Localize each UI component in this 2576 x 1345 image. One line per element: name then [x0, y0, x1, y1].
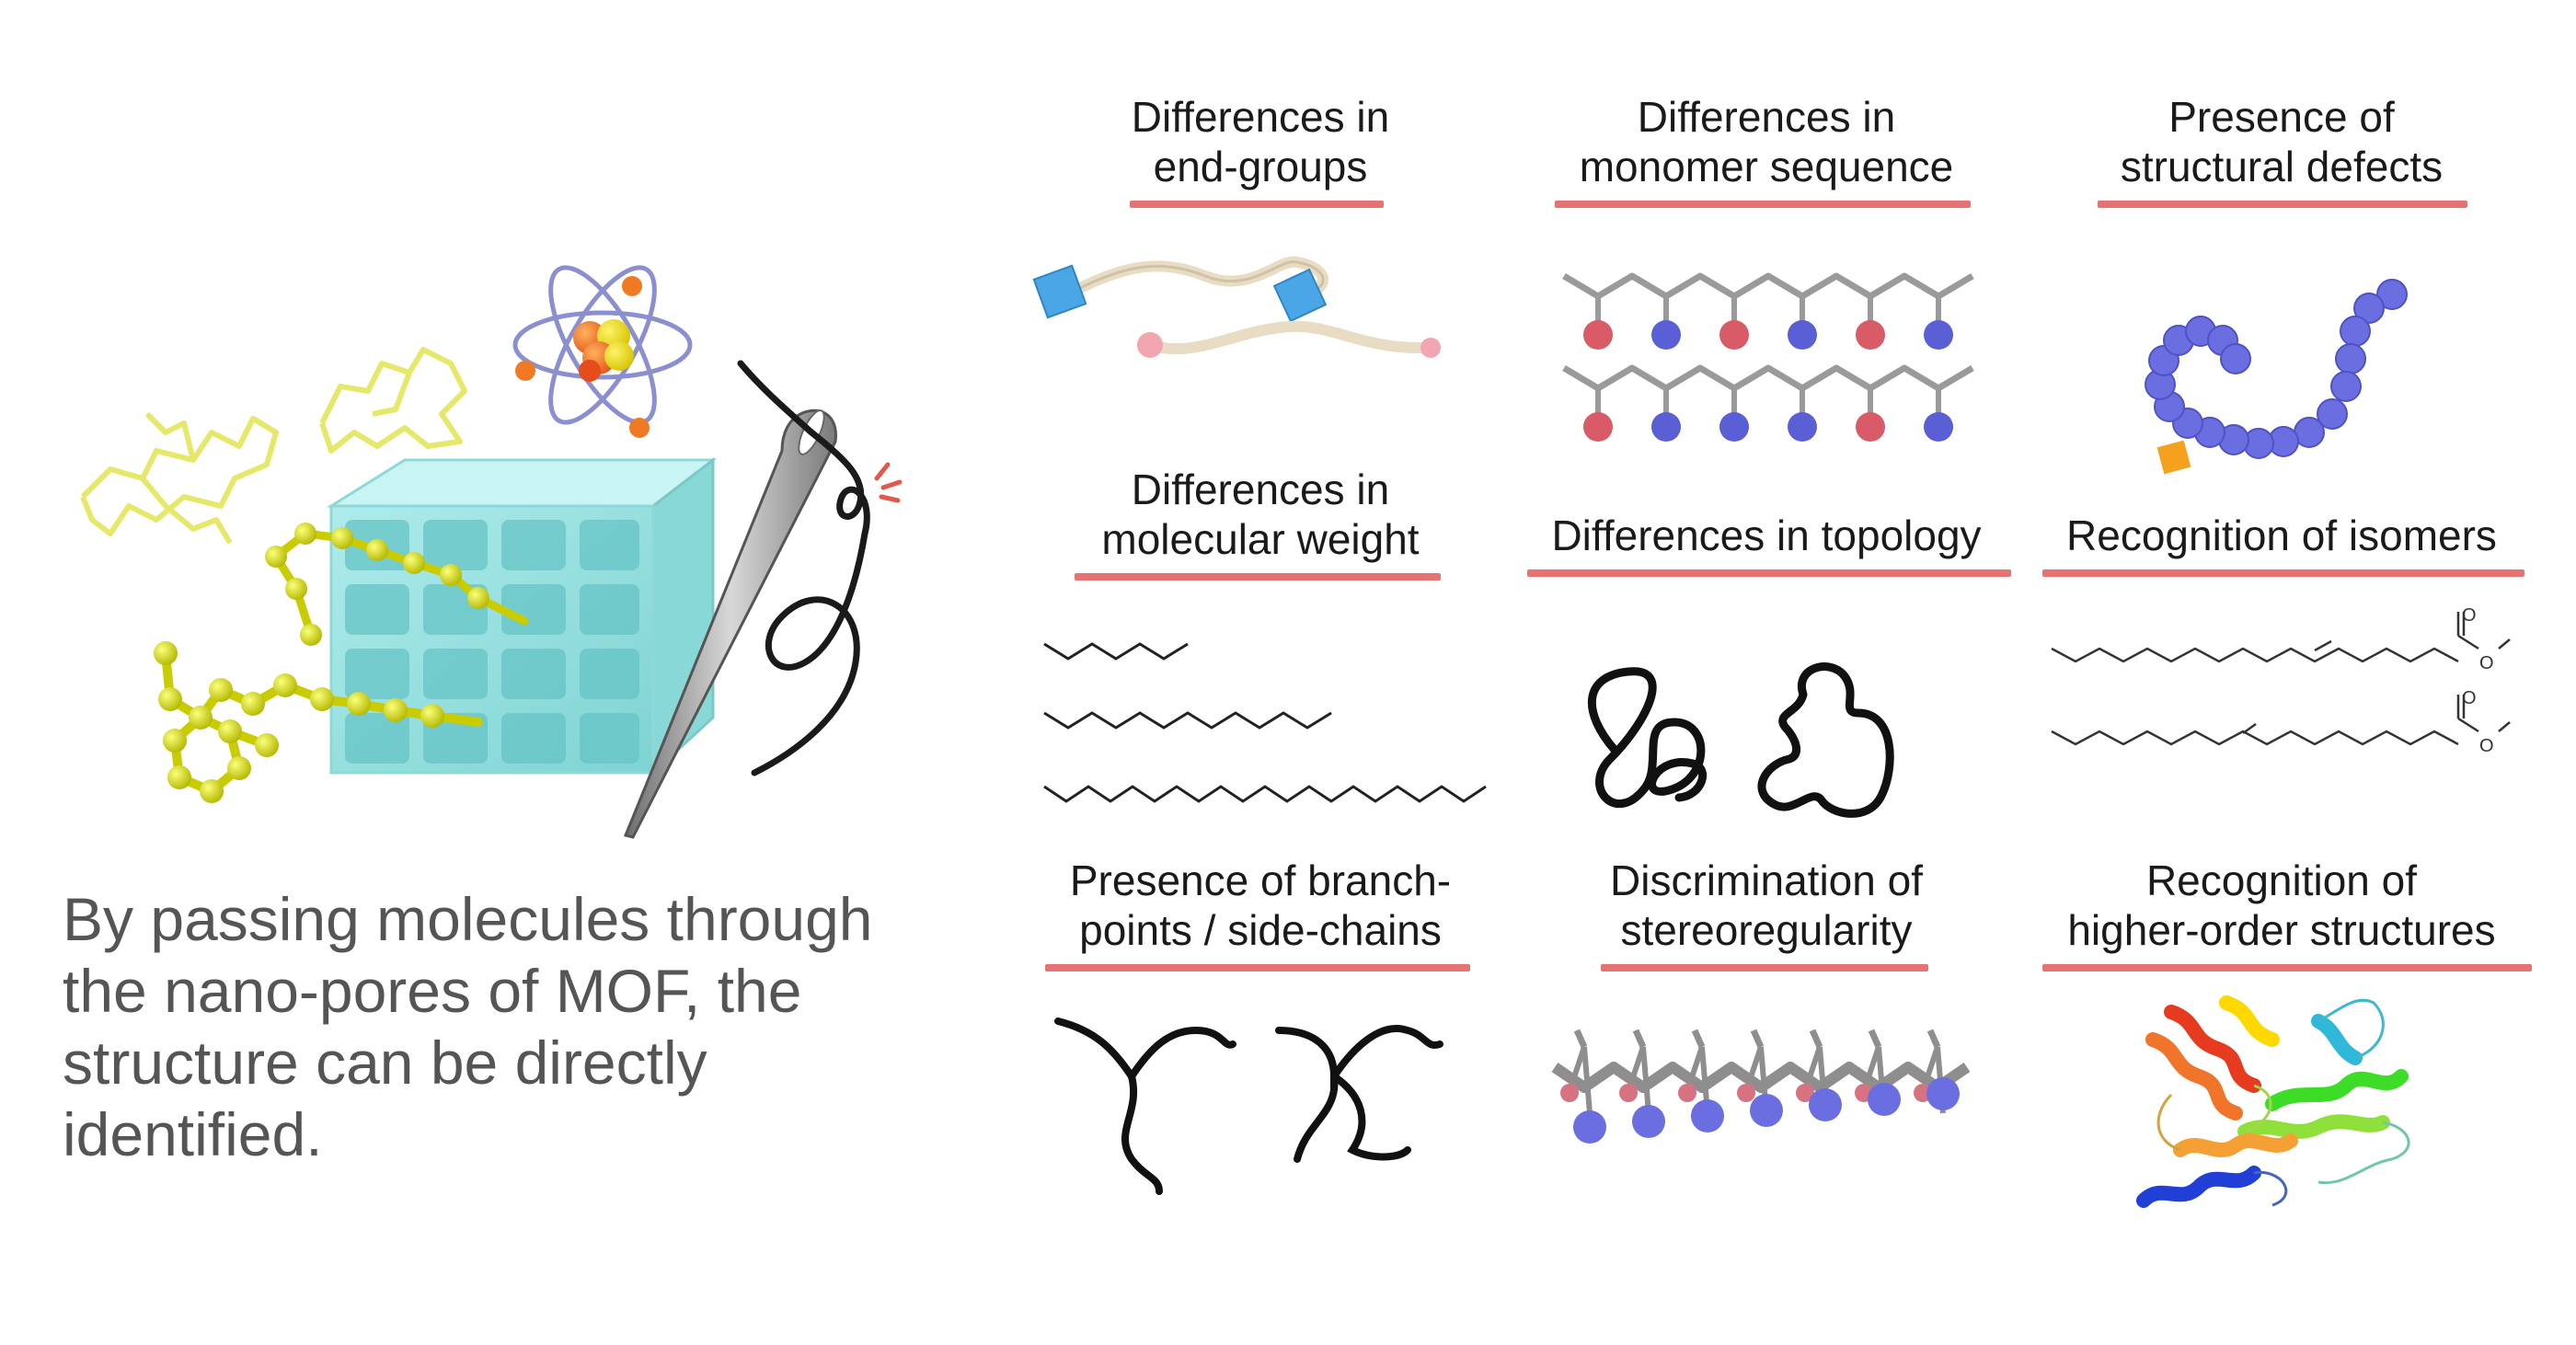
- summary-text: By passing molecules through the nano-po…: [63, 883, 983, 1170]
- isomer-chain-cis: [2051, 647, 2459, 663]
- cell-title: Recognition of higher-order structures: [2067, 856, 2496, 954]
- carbonyl-oxygen-label: O: [2462, 605, 2477, 626]
- title-underline: [1527, 569, 2011, 577]
- cell-structural-defects: Presence of structural defects: [2042, 92, 2521, 488]
- cell-higher-order: Recognition of higher-order structures: [2042, 856, 2532, 1251]
- atom-icon: [512, 265, 693, 438]
- isomers-illustration: O O O O: [2051, 605, 2511, 756]
- summary-line: the nano-pores of MOF, the: [63, 957, 802, 1025]
- title-underline: [2098, 201, 2467, 208]
- branched-chain: [1054, 1017, 1236, 1084]
- monomer-row: [1562, 272, 1974, 350]
- cell-title: Differences in topology: [1551, 512, 1982, 559]
- monomer-row: [1562, 364, 1974, 442]
- end-groups-illustration: [1032, 256, 1441, 358]
- cell-title: Discrimination of stereoregularity: [1610, 856, 1923, 954]
- structural-defects-illustration: [2145, 279, 2408, 475]
- summary-line: identified.: [63, 1100, 323, 1168]
- branch-points-illustration: [1054, 1017, 1443, 1195]
- title-underline: [1601, 964, 1928, 971]
- ester-oxygen-label: O: [2479, 736, 2494, 756]
- branched-chain: [1275, 1025, 1443, 1089]
- title-underline: [2042, 569, 2524, 577]
- title-underline: [1130, 201, 1384, 208]
- cell-stereoregularity: Discrimination of stereoregularity: [1527, 856, 2006, 1251]
- cell-end-groups: Differences in end-groups: [1021, 92, 1500, 488]
- mof-block: [326, 456, 718, 776]
- cell-molecular-weight: Differences in molecular weight: [1021, 465, 1500, 860]
- summary-line: By passing molecules through: [63, 885, 873, 953]
- loop-chain: [1757, 662, 1894, 818]
- medium-chain: [1043, 711, 1332, 730]
- knot-spark-icon: [874, 462, 903, 503]
- cell-title: Recognition of isomers: [2066, 512, 2497, 559]
- carbonyl-oxygen-label: O: [2462, 688, 2477, 708]
- title-underline: [2042, 964, 2532, 971]
- stereoregularity-illustration: [1551, 1029, 1971, 1144]
- mof-illustration: [80, 265, 903, 839]
- molecule-tangle-top: [319, 347, 467, 454]
- short-chain: [1043, 642, 1189, 661]
- long-chain: [1043, 785, 1487, 803]
- isomer-chain-trans: [2051, 730, 2459, 746]
- title-underline: [1555, 201, 1971, 208]
- cell-monomer-sequence: Differences in monomer sequence: [1527, 92, 2006, 488]
- cell-title: Presence of structural defects: [2120, 93, 2444, 190]
- molecular-weight-illustration: [1043, 642, 1487, 803]
- cell-branch-points: Presence of branch- points / side-chains: [1021, 856, 1500, 1251]
- cell-title: Presence of branch- points / side-chains: [1069, 856, 1452, 954]
- summary-line: structure can be directly: [63, 1029, 707, 1097]
- molecule-chain-upper: [271, 529, 529, 639]
- cell-title: Differences in molecular weight: [1101, 466, 1420, 563]
- protein-structure-illustration: [2136, 995, 2410, 1208]
- knotted-chain: [1588, 667, 1708, 809]
- thread-icon: [737, 360, 870, 776]
- cell-topology: Differences in topology: [1527, 465, 2011, 860]
- molecule-tangle-left: [80, 411, 279, 545]
- title-underline: [1045, 964, 1470, 971]
- title-underline: [1075, 573, 1441, 581]
- ester-oxygen-label: O: [2479, 653, 2494, 673]
- monomer-sequence-illustration: [1562, 272, 1974, 442]
- topology-illustration: [1588, 662, 1894, 818]
- cell-title: Differences in monomer sequence: [1579, 93, 1954, 190]
- cell-isomers: Recognition of isomers O O O O: [2042, 465, 2524, 860]
- cell-title: Differences in end-groups: [1131, 93, 1390, 190]
